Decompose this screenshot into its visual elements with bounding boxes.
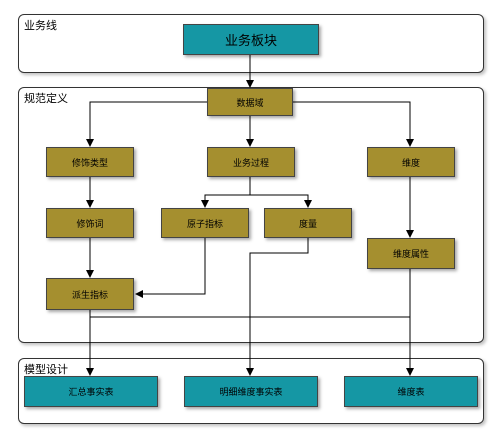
node-dimension-table[interactable]: 维度表 bbox=[344, 376, 478, 407]
node-detail-dim-fact-table[interactable]: 明细维度事实表 bbox=[184, 376, 318, 407]
node-derived-metric[interactable]: 派生指标 bbox=[46, 278, 134, 310]
node-summary-fact-table[interactable]: 汇总事实表 bbox=[24, 376, 158, 407]
section-label-model-design: 模型设计 bbox=[24, 363, 68, 376]
section-label-business-line: 业务线 bbox=[24, 19, 57, 32]
section-label-spec-definition: 规范定义 bbox=[24, 92, 68, 105]
section-business-line: 业务线 bbox=[18, 14, 484, 73]
node-modifier-word[interactable]: 修饰词 bbox=[46, 208, 134, 238]
node-dimension[interactable]: 维度 bbox=[367, 147, 455, 177]
node-measure[interactable]: 度量 bbox=[264, 208, 352, 238]
node-data-domain[interactable]: 数据域 bbox=[207, 88, 293, 116]
node-dimension-attribute[interactable]: 维度属性 bbox=[367, 238, 455, 269]
node-business-process[interactable]: 业务过程 bbox=[207, 147, 295, 177]
node-modifier-type[interactable]: 修饰类型 bbox=[46, 147, 134, 177]
node-atomic-metric[interactable]: 原子指标 bbox=[161, 208, 249, 238]
node-business-block[interactable]: 业务板块 bbox=[183, 24, 319, 55]
